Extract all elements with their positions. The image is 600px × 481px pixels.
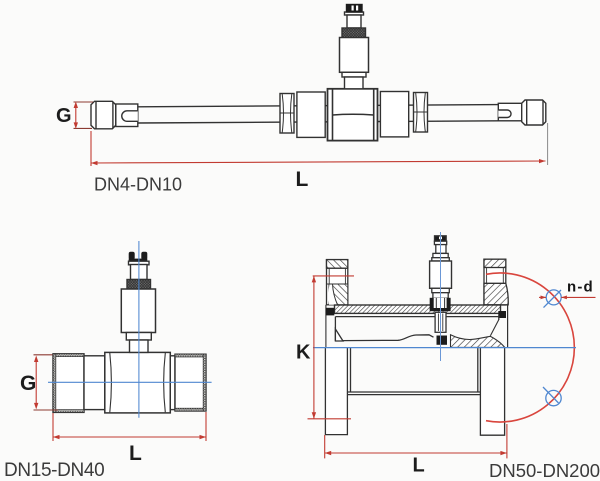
svg-text:K: K [296,342,311,364]
svg-text:L: L [413,455,425,477]
svg-text:L: L [296,168,309,191]
svg-text:G: G [56,105,72,127]
svg-text:DN15-DN40: DN15-DN40 [4,460,104,481]
svg-text:DN50-DN200: DN50-DN200 [489,460,600,481]
svg-text:L: L [129,442,142,465]
svg-text:G: G [20,372,36,395]
svg-text:n-d: n-d [567,279,594,296]
svg-text:DN4-DN10: DN4-DN10 [94,175,182,195]
